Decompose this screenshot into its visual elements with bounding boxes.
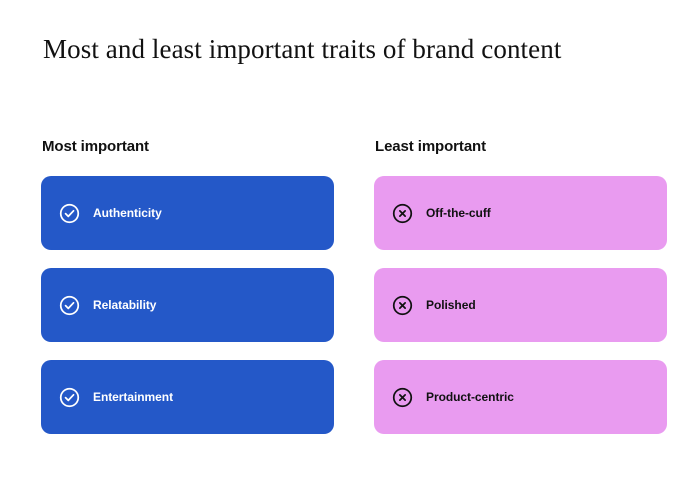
trait-label: Product-centric (426, 389, 514, 404)
page-title: Most and least important traits of brand… (43, 34, 562, 64)
column-most-important: Most important Authenticity R (41, 138, 334, 434)
column-header-most-important: Most important (42, 138, 149, 155)
trait-card-authenticity[interactable]: Authenticity (41, 176, 334, 250)
column-header-least-important: Least important (375, 138, 487, 155)
check-circle-icon (59, 203, 80, 224)
trait-label: Polished (426, 297, 476, 312)
trait-label: Relatability (93, 297, 157, 312)
check-circle-icon (59, 295, 80, 316)
trait-label: Authenticity (93, 205, 162, 220)
columns-container: Most important Authenticity R (41, 138, 667, 434)
trait-card-polished[interactable]: Polished (374, 268, 667, 342)
x-circle-icon (392, 387, 413, 408)
trait-card-off-the-cuff[interactable]: Off-the-cuff (374, 176, 667, 250)
trait-card-entertainment[interactable]: Entertainment (41, 360, 334, 434)
check-circle-icon (59, 387, 80, 408)
trait-card-relatability[interactable]: Relatability (41, 268, 334, 342)
column-least-important: Least important Off-the-cuff (374, 138, 667, 434)
trait-label: Off-the-cuff (426, 205, 491, 220)
x-circle-icon (392, 295, 413, 316)
trait-label: Entertainment (93, 389, 174, 404)
trait-card-product-centric[interactable]: Product-centric (374, 360, 667, 434)
x-circle-icon (392, 203, 413, 224)
